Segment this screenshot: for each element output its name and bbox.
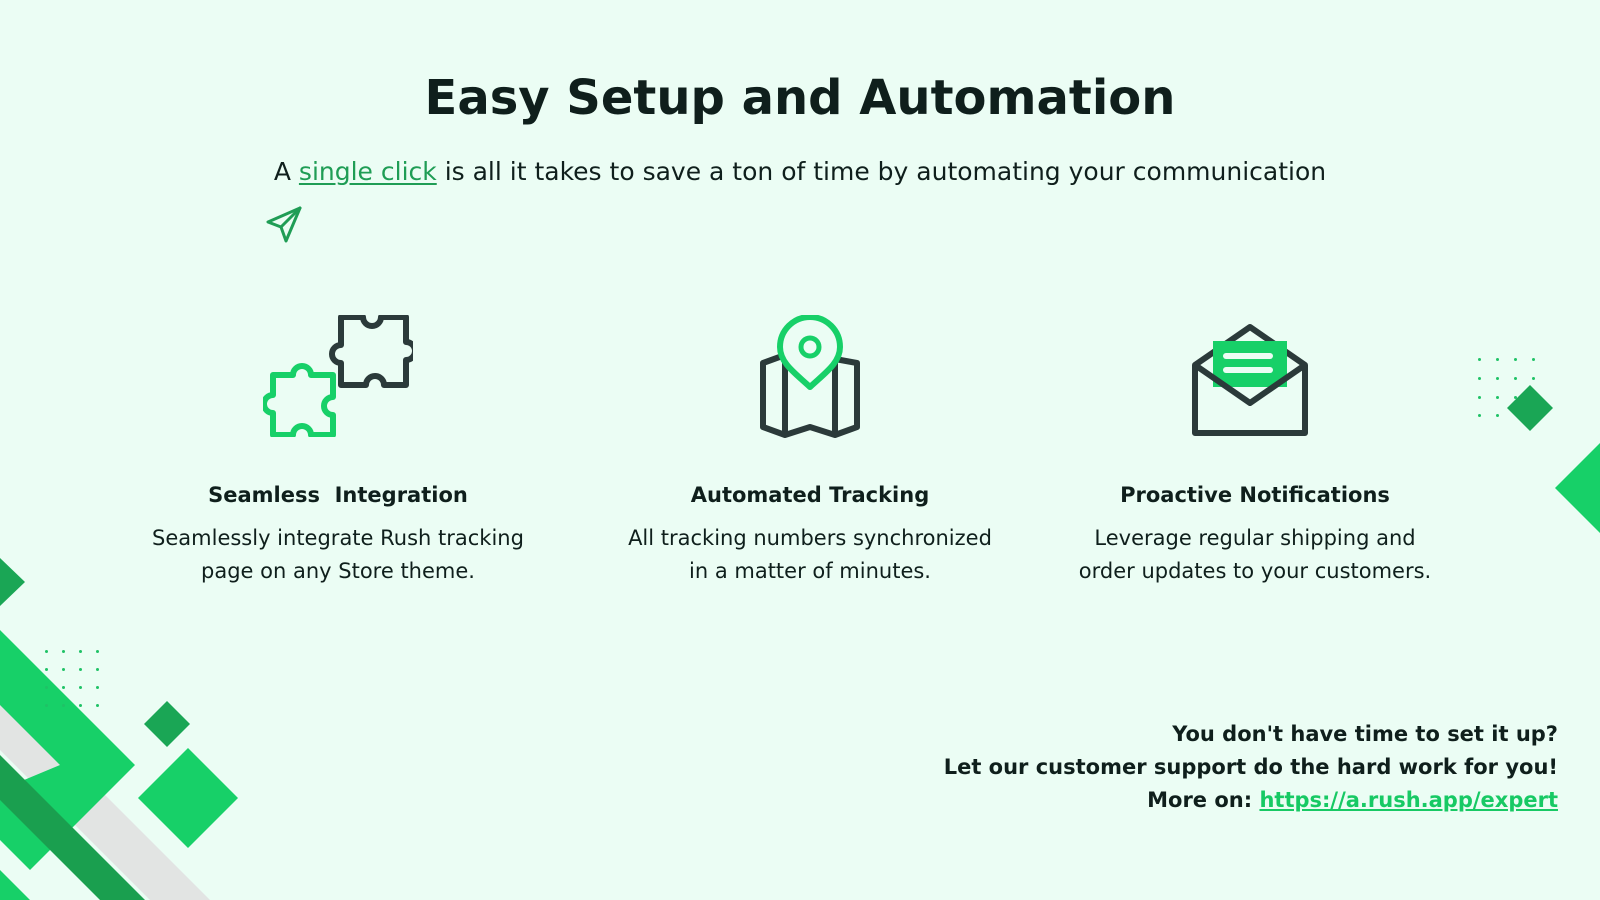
feature-desc-line: order updates to your customers. xyxy=(1078,559,1432,583)
send-icon xyxy=(266,206,302,243)
feature-integration: Seamless Integration Seamlessly integrat… xyxy=(118,300,558,583)
map-pin-icon xyxy=(760,315,860,438)
feature-title: Seamless Integration xyxy=(208,483,468,507)
decorative-shapes-left xyxy=(0,558,238,900)
feature-desc-line: page on any Store theme. xyxy=(201,559,475,583)
feature-description: Leverage regular shipping and order upda… xyxy=(1035,522,1475,588)
feature-tracking: Automated Tracking All tracking numbers … xyxy=(590,300,1030,583)
cta-line-2: Let our customer support do the hard wor… xyxy=(943,755,1558,779)
expert-link[interactable]: https://a.rush.app/expert xyxy=(1259,788,1558,812)
feature-description: Seamlessly integrate Rush tracking page … xyxy=(118,522,558,588)
page-title: Easy Setup and Automation xyxy=(424,70,1176,126)
expert-cta: You don't have time to set it up? Let ou… xyxy=(944,718,1558,817)
subtitle-suffix: is all it takes to save a ton of time by… xyxy=(436,157,1327,186)
feature-desc-line: Seamlessly integrate Rush tracking xyxy=(152,526,524,550)
cta-line-3: More on: https://a.rush.app/expert xyxy=(944,784,1558,817)
envelope-icon xyxy=(1192,324,1308,436)
dot-grid-right xyxy=(1478,358,1538,418)
dot-grid-left xyxy=(45,650,105,710)
feature-desc-line: in a matter of minutes. xyxy=(689,559,931,583)
feature-desc-line: Leverage regular shipping and xyxy=(1094,526,1416,550)
page-subtitle: A single click is all it takes to save a… xyxy=(0,157,1600,187)
feature-title: Automated Tracking xyxy=(690,483,930,507)
cta-line-1: You don't have time to set it up? xyxy=(1172,722,1558,746)
cta-more-on-label: More on: xyxy=(1147,788,1260,812)
puzzle-icon xyxy=(263,315,413,437)
feature-title: Proactive Notifications xyxy=(1120,483,1390,507)
single-click-link[interactable]: single click xyxy=(298,157,437,186)
subtitle-prefix: A xyxy=(273,157,299,186)
feature-description: All tracking numbers synchronized in a m… xyxy=(590,522,1030,588)
feature-notifications: Proactive Notifications Leverage regular… xyxy=(1035,300,1475,583)
decorative-shapes-right xyxy=(1507,385,1600,533)
feature-desc-line: All tracking numbers synchronized xyxy=(628,526,992,550)
